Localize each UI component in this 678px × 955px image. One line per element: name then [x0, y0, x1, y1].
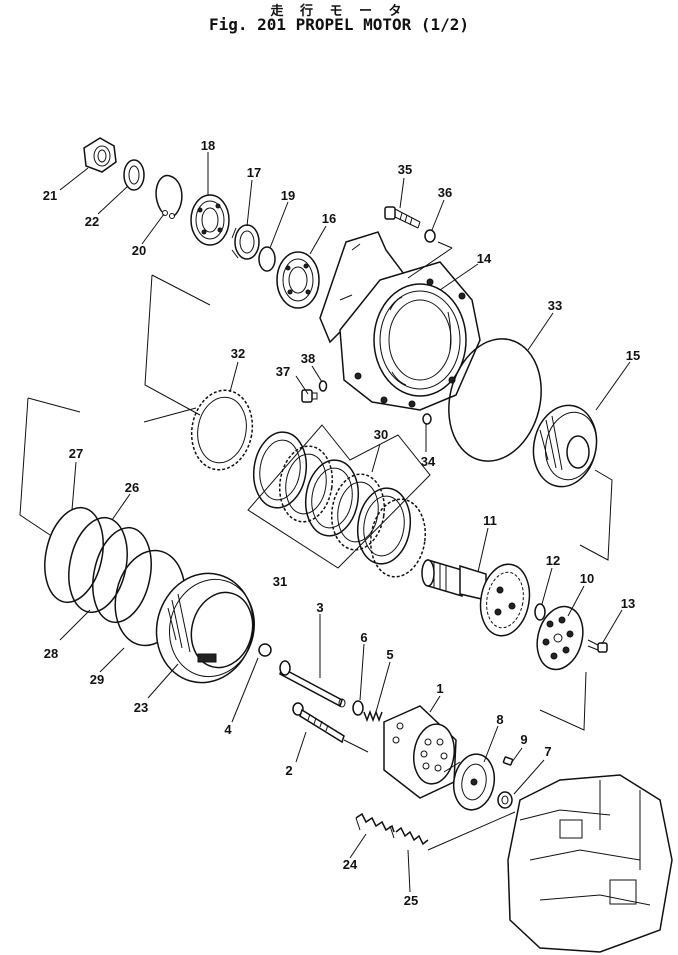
part-22-lock-washer: [123, 159, 145, 191]
part-2-pin: [292, 702, 345, 744]
part-14-motor-housing: [319, 231, 481, 411]
callout-19: 19: [281, 188, 295, 203]
part-27-ring: [44, 506, 104, 604]
part-9-pin: [502, 756, 514, 766]
callout-1: 1: [436, 681, 443, 696]
callout-38: 38: [301, 351, 315, 366]
callout-31: 31: [273, 574, 287, 589]
part-5-spring: [363, 709, 383, 723]
callout-9: 9: [520, 732, 527, 747]
callout-11: 11: [483, 513, 497, 528]
callout-7: 7: [544, 744, 551, 759]
callout-17: 17: [247, 165, 261, 180]
part-19-o-ring: [258, 246, 276, 272]
part-36-washer: [424, 229, 436, 243]
part-32-gear-ring: [190, 389, 254, 471]
part-20-snap-ring: [155, 174, 183, 219]
part-13-bolt: [587, 639, 608, 653]
callout-35: 35: [398, 162, 412, 177]
part-16-bearing: [276, 251, 320, 309]
callout-27: 27: [69, 446, 83, 461]
callout-23: 23: [134, 700, 148, 715]
callout-24: 24: [343, 857, 358, 872]
callout-28: 28: [44, 646, 58, 661]
part-7-bushing: [497, 791, 513, 809]
part-33-o-ring: [448, 338, 542, 462]
part-25-spring: [395, 826, 429, 846]
part-6-washer: [352, 700, 364, 716]
callout-32: 32: [231, 346, 245, 361]
callout-15: 15: [626, 348, 640, 363]
callout-12: 12: [546, 553, 560, 568]
callout-25: 25: [404, 893, 418, 908]
part-28-ring: [92, 526, 152, 624]
part-3-pin: [279, 660, 346, 708]
callout-16: 16: [322, 211, 336, 226]
part-37-plug: [301, 389, 318, 403]
callout-4: 4: [224, 722, 232, 737]
valve-body: [507, 774, 673, 953]
figure-title: Fig. 201 PROPEL MOTOR (1/2): [208, 15, 470, 34]
part-35-bolt: [384, 206, 421, 229]
part-1-cylinder-block: [383, 705, 457, 799]
callout-36: 36: [438, 185, 452, 200]
callout-8: 8: [496, 712, 503, 727]
part-15-bearing: [532, 404, 598, 488]
callout-5: 5: [386, 647, 393, 662]
callout-34: 34: [421, 454, 436, 469]
callout-13: 13: [621, 596, 635, 611]
callout-26: 26: [125, 480, 139, 495]
callout-2: 2: [285, 763, 292, 778]
part-17-collar: [231, 224, 260, 260]
part-38-o-ring: [318, 380, 328, 392]
part-4-ball: [258, 643, 272, 657]
callout-labels: 1 2 3 4 5 6 7 8 9 10 11 12 13 14 15 16 1…: [43, 138, 640, 908]
part-10-valve-plate: [536, 605, 584, 671]
callout-3: 3: [316, 600, 323, 615]
callout-21: 21: [43, 188, 57, 203]
part-8-plate: [452, 753, 496, 811]
callout-30: 30: [374, 427, 388, 442]
assembly-lines: [19, 241, 613, 851]
part-12-ring: [534, 603, 546, 621]
part-11-shaft: [421, 558, 531, 637]
part-24-spring: [355, 812, 395, 839]
leader-lines: [59, 152, 631, 893]
callout-14: 14: [477, 251, 492, 266]
callout-20: 20: [132, 243, 146, 258]
part-30-31-disc-stack: [252, 431, 427, 578]
part-34-o-ring: [422, 413, 432, 425]
callout-33: 33: [548, 298, 562, 313]
part-23-piston: [155, 572, 256, 684]
callout-22: 22: [85, 214, 99, 229]
part-18-bearing: [190, 194, 230, 246]
callout-10: 10: [580, 571, 594, 586]
part-21-nut: [83, 137, 117, 173]
callout-18: 18: [201, 138, 215, 153]
callout-29: 29: [90, 672, 104, 687]
callout-6: 6: [360, 630, 367, 645]
title-japanese: 走 行 モ ー タ: [270, 4, 408, 19]
callout-37: 37: [276, 364, 290, 379]
